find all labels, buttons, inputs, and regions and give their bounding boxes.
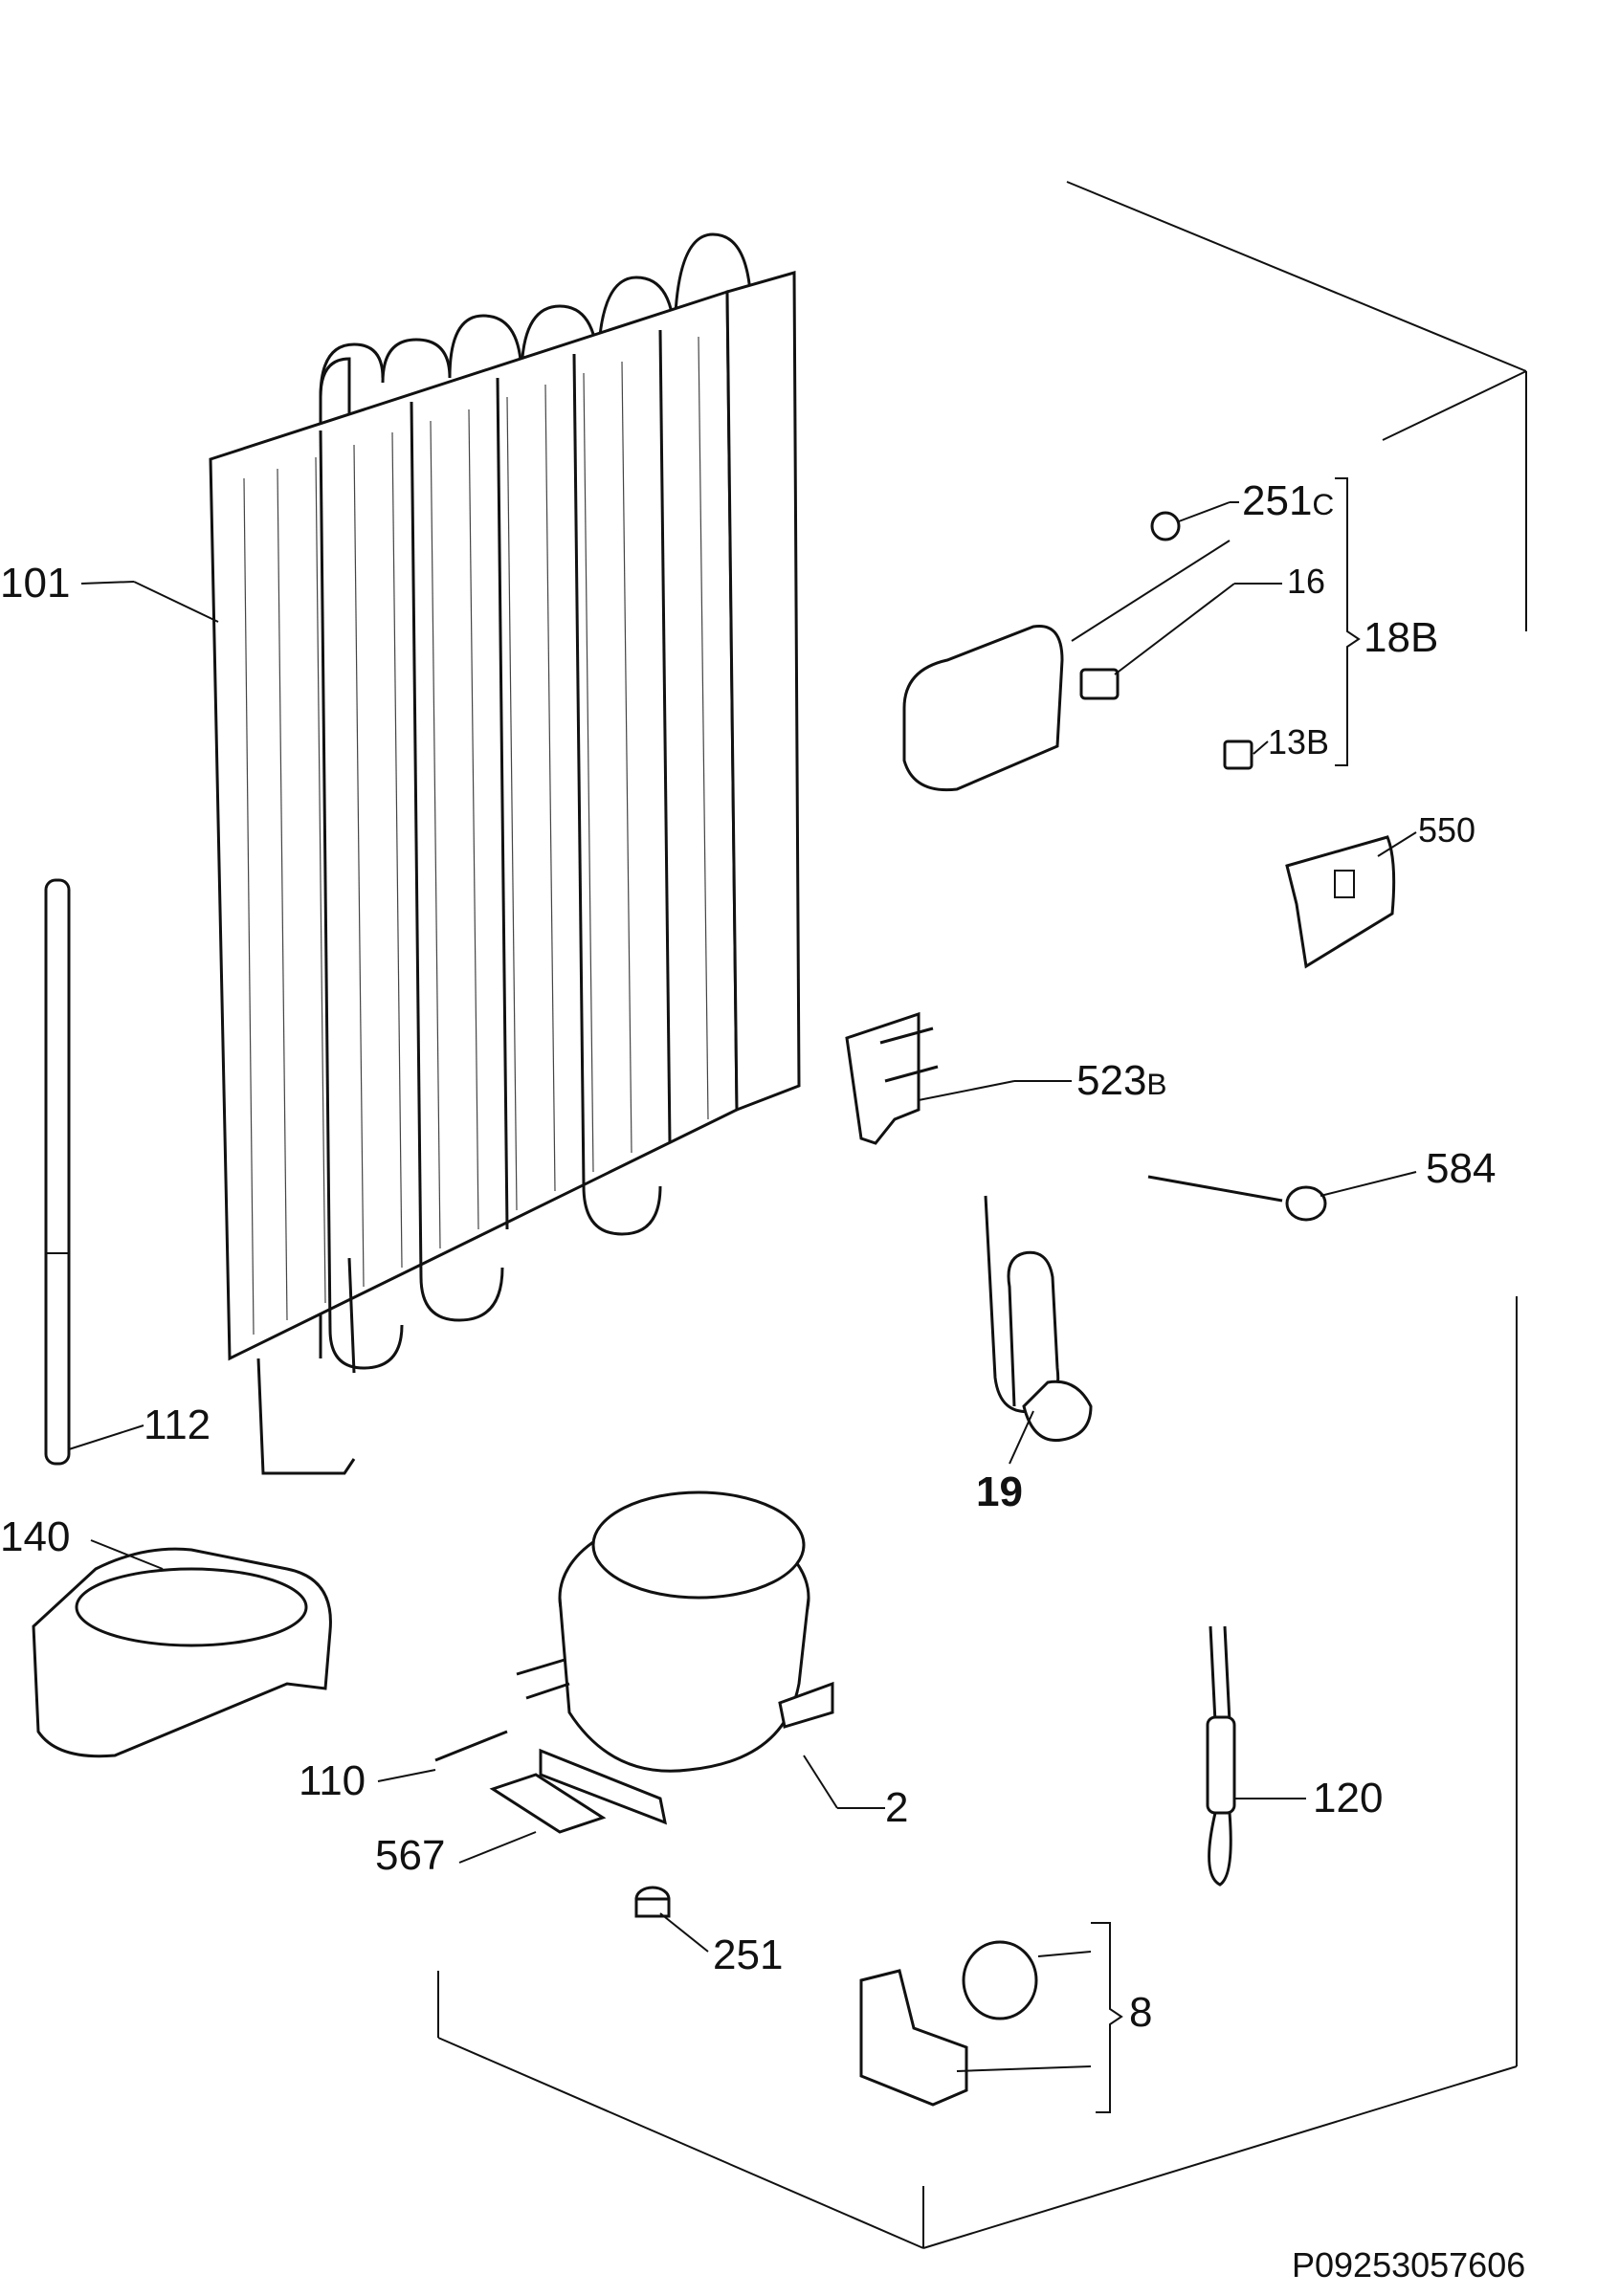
relay-starter-icon bbox=[859, 1940, 1038, 2107]
clip-icon bbox=[845, 1011, 939, 1145]
pin-icon bbox=[434, 1730, 508, 1762]
drain-tube-icon bbox=[44, 878, 71, 1466]
label-112: 112 bbox=[144, 1402, 211, 1448]
cover-panel-icon bbox=[1285, 835, 1396, 969]
sensor-icon bbox=[1147, 1175, 1327, 1222]
grommet-icon bbox=[634, 1886, 671, 1918]
label-251c-suffix: C bbox=[1312, 487, 1335, 521]
compressor-icon bbox=[516, 1490, 834, 1825]
label-2: 2 bbox=[885, 1784, 909, 1831]
label-110: 110 bbox=[299, 1757, 366, 1804]
leader-lines bbox=[68, 477, 1417, 2113]
label-101: 101 bbox=[0, 560, 71, 607]
condenser-tubes bbox=[319, 329, 672, 1370]
label-567: 567 bbox=[375, 1832, 446, 1879]
label-584: 584 bbox=[1426, 1145, 1497, 1192]
label-120: 120 bbox=[1313, 1775, 1384, 1821]
label-523b-number: 523 bbox=[1076, 1057, 1147, 1104]
label-16: 16 bbox=[1287, 562, 1326, 601]
label-251: 251 bbox=[713, 1932, 784, 1978]
label-523b-suffix: B bbox=[1146, 1067, 1167, 1101]
label-550: 550 bbox=[1418, 810, 1476, 850]
label-13b: 13B bbox=[1268, 722, 1330, 762]
label-18b: 18B bbox=[1364, 614, 1439, 661]
label-251c: 251C bbox=[1242, 480, 1334, 522]
thermostat-housing-icon bbox=[902, 511, 1253, 792]
label-251c-number: 251 bbox=[1242, 477, 1313, 524]
label-19: 19 bbox=[976, 1468, 1023, 1515]
drip-tray-icon bbox=[32, 1547, 332, 1758]
document-code: P09253057606 bbox=[1292, 2245, 1526, 2285]
condenser-coil-icon bbox=[209, 232, 801, 1475]
cabinet-outline bbox=[437, 181, 1527, 2249]
capillary-sensor-icon bbox=[1206, 1625, 1236, 1887]
mounting-plate-icon bbox=[489, 1773, 607, 1834]
power-cord-icon bbox=[984, 1195, 1093, 1443]
label-140: 140 bbox=[0, 1513, 71, 1560]
label-8: 8 bbox=[1129, 1989, 1153, 2036]
label-523b: 523B bbox=[1076, 1060, 1167, 1102]
